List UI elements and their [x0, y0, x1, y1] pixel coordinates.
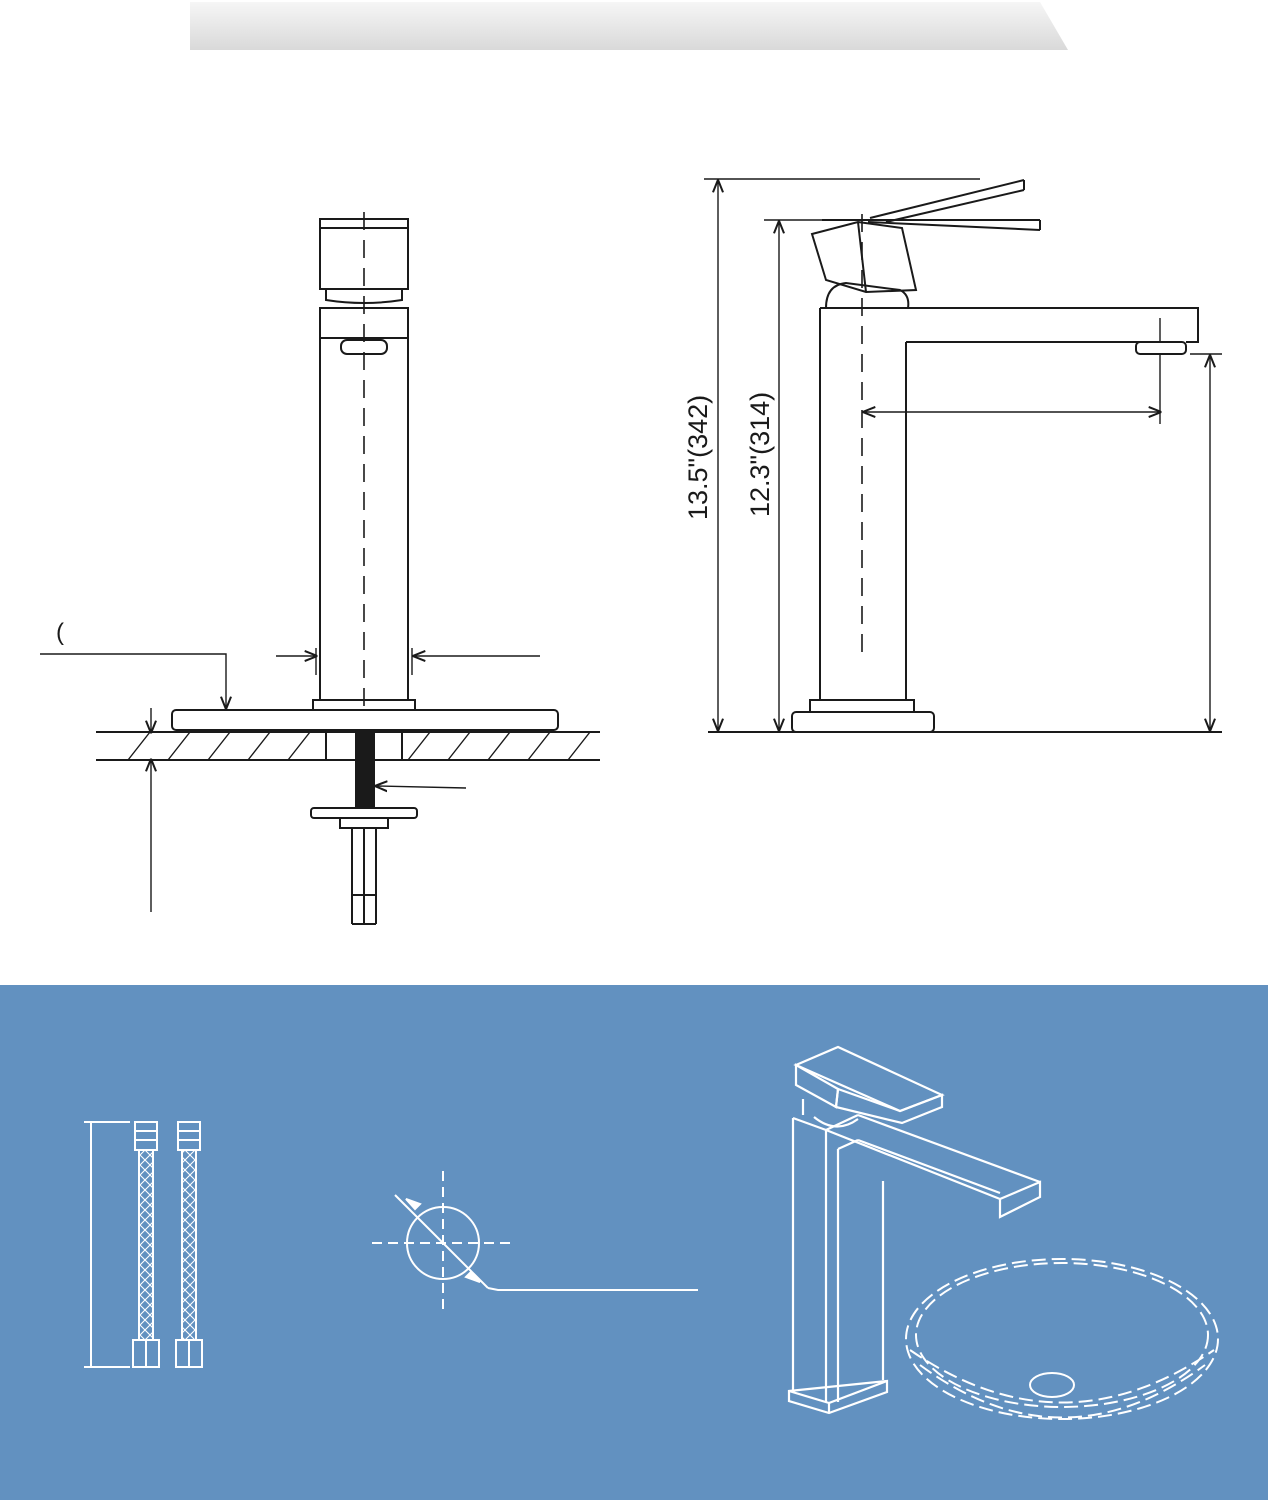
vessel-sink: [905, 1258, 1219, 1420]
header-banner: [190, 2, 1068, 50]
supply-hoses: [84, 1121, 203, 1368]
total-height-dimension: 13.5"(342): [683, 395, 713, 520]
technical-drawing-panel: (: [40, 2, 1222, 925]
hose-right: [175, 1121, 203, 1368]
mounting-hole-diagram: [372, 1171, 698, 1315]
accessories-panel: [0, 985, 1268, 1500]
isometric-faucet: [787, 1045, 1042, 1415]
hose-left: [132, 1121, 160, 1368]
base-leader-paren: (: [56, 619, 64, 646]
body-height-dimension: 12.3"(314): [745, 392, 775, 517]
front-view: [40, 212, 600, 925]
drawing-canvas: (: [40, 2, 1222, 925]
side-view: [704, 178, 1222, 733]
accessories-canvas: [0, 985, 1268, 1500]
drain-icon: [1029, 1372, 1075, 1398]
